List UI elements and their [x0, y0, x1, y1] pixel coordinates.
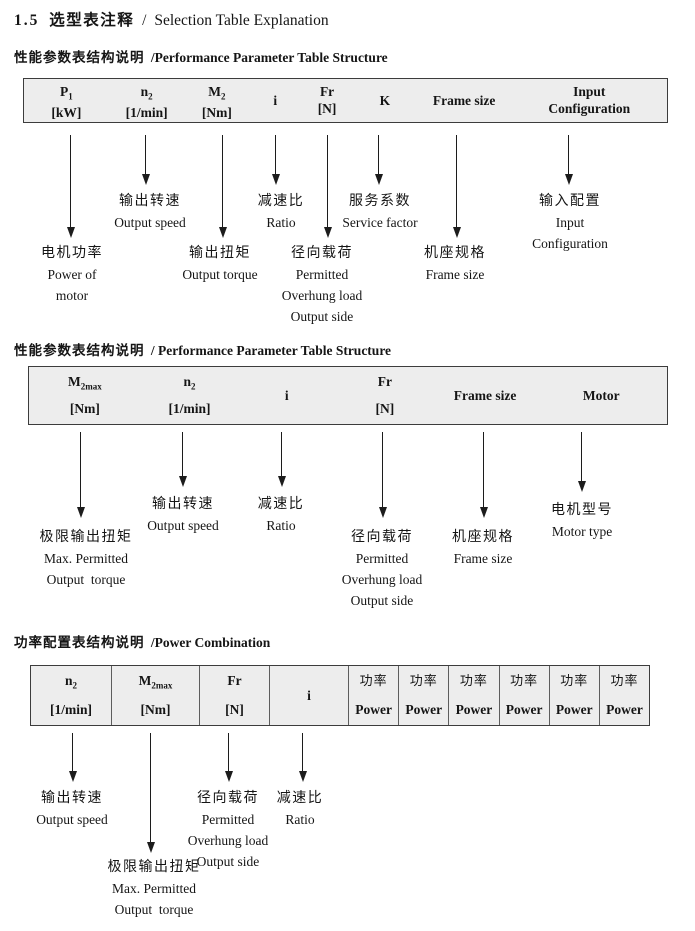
t2-col-n2: n2 [1/min]: [168, 374, 211, 416]
arrow-down-icon: [323, 135, 332, 238]
callout-service-factor: 服务系数 Service factor: [342, 194, 418, 230]
arrow-down-icon: [298, 733, 307, 782]
performance-table-1: P1 [kW] n2 [1/min] M2 [Nm] i Fr [N] K Fr…: [23, 78, 668, 123]
arrow-down-icon: [564, 135, 573, 185]
callout-power-of-motor: 电机功率 Power of motor: [41, 246, 103, 303]
callout-ratio: 减速比 Ratio: [257, 194, 305, 230]
t3-col-power-5: 功率 Power: [548, 666, 599, 725]
callout-overhung-load: 径向载荷 Permitted Overhung load Output side: [281, 246, 363, 324]
t3-col-power-3: 功率 Power: [448, 666, 498, 725]
callout-output-speed: 输出转速 Output speed: [147, 497, 219, 533]
section3-heading-zh: 功率配置表结构说明: [14, 635, 145, 650]
callout-max-output-torque: 极限输出扭矩 Max. Permitted Output torque: [107, 860, 201, 917]
t3-col-power-6: 功率 Power: [598, 666, 649, 725]
arrow-down-icon: [452, 135, 461, 238]
callout-input-configuration: 输入配置 Input Configuration: [532, 194, 608, 251]
arrow-down-icon: [271, 135, 280, 185]
t1-col-input-configuration: Input Configuration: [548, 84, 631, 116]
t2-col-m2max: M2max [Nm]: [67, 374, 102, 416]
callout-motor-type: 电机型号 Motor type: [551, 503, 613, 539]
t3-col-power-1: 功率 Power: [348, 666, 398, 725]
power-combination-table: n2 [1/min] M2max [Nm] Fr [N] i 功率 Power …: [30, 665, 650, 726]
t1-col-m2: M2 [Nm]: [201, 84, 232, 120]
section2-heading-zh: 性能参数表结构说明: [14, 343, 145, 358]
section1-heading-zh: 性能参数表结构说明: [14, 50, 145, 65]
t1-col-n2: n2 [1/min]: [125, 84, 168, 120]
arrow-down-icon: [218, 135, 227, 238]
t1-col-frame-size: Frame size: [432, 92, 496, 108]
t3-col-power-2: 功率 Power: [398, 666, 448, 725]
t1-col-i: i: [273, 92, 278, 108]
title-separator: /: [142, 12, 147, 29]
callout-overhung-load: 径向载荷 Permitted Overhung load Output side: [341, 530, 423, 608]
callout-overhung-load: 径向载荷 Permitted Overhung load Output side: [187, 791, 269, 869]
callout-output-speed: 输出转速 Output speed: [114, 194, 186, 230]
section3-heading-en: /Power Combination: [150, 635, 271, 650]
title-english: Selection Table Explanation: [154, 12, 329, 29]
arrow-down-icon: [224, 733, 233, 782]
callout-ratio: 减速比 Ratio: [257, 497, 305, 533]
callout-output-torque: 输出扭矩 Output torque: [182, 246, 258, 282]
callout-output-speed: 输出转速 Output speed: [36, 791, 108, 827]
arrow-down-icon: [374, 135, 383, 185]
title-chinese: 选型表注释: [49, 12, 135, 29]
callout-frame-size: 机座规格 Frame size: [452, 530, 514, 566]
arrow-down-icon: [141, 135, 150, 185]
t1-col-p1: P1 [kW]: [51, 84, 82, 120]
arrow-down-icon: [76, 432, 85, 518]
section2-heading-en: / Performance Parameter Table Structure: [150, 343, 392, 358]
t3-col-i: i: [269, 666, 348, 725]
callout-ratio: 减速比 Ratio: [276, 791, 324, 827]
t2-col-fr: Fr [N]: [375, 374, 395, 416]
arrow-down-icon: [178, 432, 187, 487]
t2-col-frame-size: Frame size: [453, 387, 517, 403]
t3-col-power-4: 功率 Power: [498, 666, 549, 725]
t2-col-i: i: [284, 387, 289, 403]
arrow-down-icon: [66, 135, 75, 238]
arrow-down-icon: [277, 432, 286, 487]
callout-frame-size: 机座规格 Frame size: [424, 246, 486, 282]
section-number: 1.5: [14, 12, 40, 29]
t3-col-m2max: M2max [Nm]: [111, 666, 199, 725]
section1-heading-en: /Performance Parameter Table Structure: [150, 50, 388, 65]
callout-max-output-torque: 极限输出扭矩 Max. Permitted Output torque: [39, 530, 133, 587]
t3-col-fr: Fr [N]: [199, 666, 269, 725]
t1-col-k: K: [379, 92, 391, 108]
arrow-down-icon: [146, 733, 155, 853]
performance-table-2: M2max [Nm] n2 [1/min] i Fr [N] Frame siz…: [28, 366, 668, 425]
section3-heading: 功率配置表结构说明 /Power Combination: [14, 631, 270, 651]
t1-col-fr: Fr [N]: [317, 84, 337, 116]
arrow-down-icon: [577, 432, 586, 492]
arrow-down-icon: [68, 733, 77, 782]
t2-col-motor: Motor: [582, 387, 620, 403]
section2-heading: 性能参数表结构说明 / Performance Parameter Table …: [14, 339, 391, 359]
section1-heading: 性能参数表结构说明 /Performance Parameter Table S…: [14, 46, 388, 66]
t3-col-n2: n2 [1/min]: [50, 673, 92, 717]
page-title: 1.5 选型表注释 / Selection Table Explanation: [14, 8, 329, 30]
arrow-down-icon: [479, 432, 488, 518]
arrow-down-icon: [378, 432, 387, 518]
